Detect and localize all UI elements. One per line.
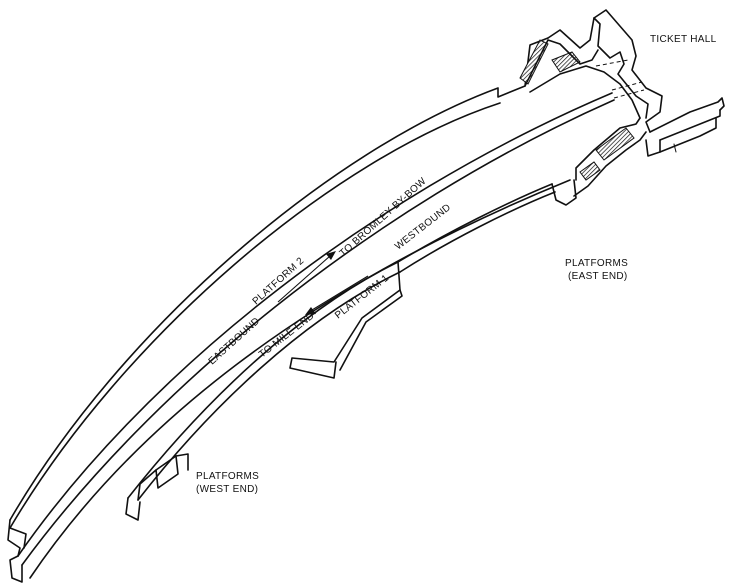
ticket-hall-label: TICKET HALL: [650, 34, 717, 45]
westbound-arrow: [305, 275, 369, 315]
to-mile-end-label: TO MILE END: [257, 310, 317, 360]
to-bromley-label: TO BROMLEY-BY-BOW: [338, 176, 429, 260]
platform-1-structure: [29, 179, 577, 579]
platform-2-structure: [7, 37, 615, 583]
ticket-hall-structure: [519, 9, 725, 197]
platforms-west-label-line1: PLATFORMS: [196, 471, 259, 482]
platforms-east-label-line1: PLATFORMS: [565, 258, 628, 269]
eastbound-arrow: [277, 251, 336, 303]
platforms-east-label-line2: (EAST END): [568, 271, 628, 282]
platform-2-label: PLATFORM 2: [251, 255, 307, 307]
platforms-west-label-line2: (WEST END): [196, 484, 258, 495]
